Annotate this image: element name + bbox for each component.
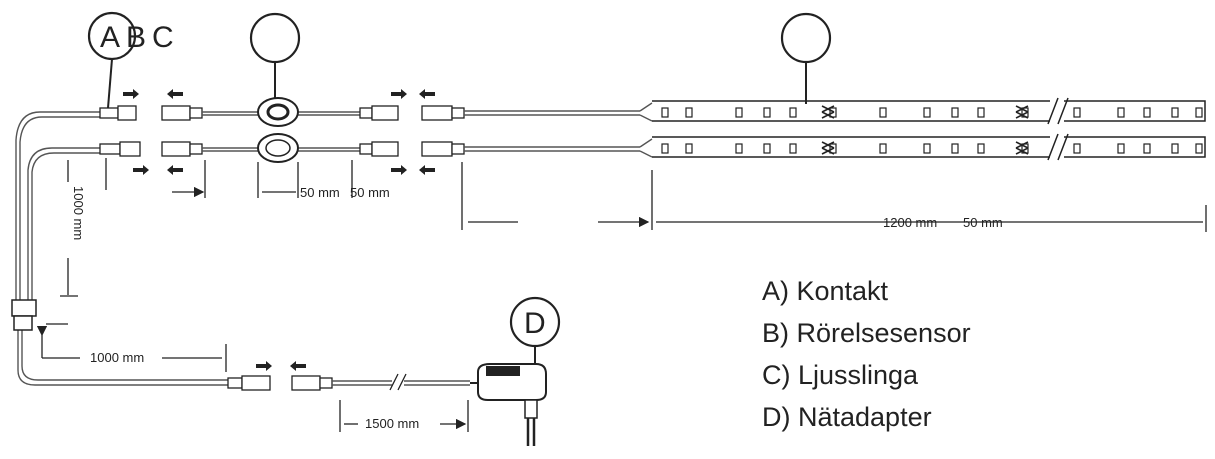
led-strip-2 (652, 133, 1206, 161)
led-chip (1171, 107, 1179, 118)
junction-box (11, 299, 37, 317)
junction-box-lower (13, 315, 33, 331)
led-chip (879, 107, 887, 118)
led-chip (1117, 143, 1125, 154)
trunk-cables (15, 111, 232, 386)
callout-d-label: D (524, 307, 546, 340)
callout-strip (780, 12, 832, 104)
dim-adapter-cable: 1500 mm (365, 416, 419, 431)
led-chip (977, 107, 985, 118)
led-chip (951, 143, 959, 154)
led-chip (1143, 107, 1151, 118)
led-chip (685, 107, 693, 118)
power-adapter (470, 363, 547, 446)
led-chip (1195, 107, 1203, 118)
callout-abc: A B C (87, 11, 174, 109)
led-chip (923, 143, 931, 154)
led-chip (685, 143, 693, 154)
led-chips (661, 105, 1203, 155)
dim-sensor-gap-2: 50 mm (350, 185, 390, 200)
legend-item-ljusslinga: C) Ljusslinga (762, 360, 919, 390)
dimension-lines (36, 158, 1207, 432)
callout-c-label: C (152, 21, 174, 54)
legend-item-rorelsesensor: B) Rörelsesensor (762, 318, 971, 348)
dim-horizontal-cable: 1000 mm (90, 350, 144, 365)
row-1-assembly (99, 102, 653, 122)
led-chip (951, 107, 959, 118)
led-chip (789, 143, 797, 154)
resistor-mark (1015, 141, 1029, 155)
led-chip (879, 143, 887, 154)
legend-item-kontakt: A) Kontakt (762, 276, 889, 306)
resistor-mark (821, 105, 835, 119)
led-chip (763, 143, 771, 154)
led-chip (661, 143, 669, 154)
adapter-assembly (227, 373, 470, 391)
callout-b-label: B (126, 21, 146, 54)
legend-item-natadapter: D) Nätadapter (762, 402, 932, 432)
led-chip (735, 143, 743, 154)
led-chip (1195, 143, 1203, 154)
led-chip (1073, 107, 1081, 118)
dim-vertical-cable: 1000 mm (71, 186, 86, 240)
led-strip-1 (652, 97, 1206, 125)
direction-arrows (123, 89, 435, 371)
led-chip (763, 107, 771, 118)
led-chip (923, 107, 931, 118)
led-chip (1143, 143, 1151, 154)
led-chip (789, 107, 797, 118)
led-chip (1117, 107, 1125, 118)
callout-sensor (249, 12, 301, 100)
led-chip (735, 107, 743, 118)
callout-a-label: A (100, 21, 120, 54)
legend: A) Kontakt B) Rörelsesensor C) Ljussling… (762, 270, 971, 438)
motion-sensor-1 (257, 97, 299, 127)
row-2-assembly (99, 138, 653, 158)
led-chip (1073, 143, 1081, 154)
led-chip (661, 107, 669, 118)
callout-adapter: D (509, 296, 561, 368)
led-chip (1171, 143, 1179, 154)
dim-strip-length-2: 50 mm (963, 215, 1003, 230)
dim-strip-length: 1200 mm (883, 215, 937, 230)
resistor-mark (821, 141, 835, 155)
dim-sensor-gap: 50 mm (300, 185, 340, 200)
motion-sensor-2 (257, 133, 299, 163)
led-chip (977, 143, 985, 154)
resistor-mark (1015, 105, 1029, 119)
